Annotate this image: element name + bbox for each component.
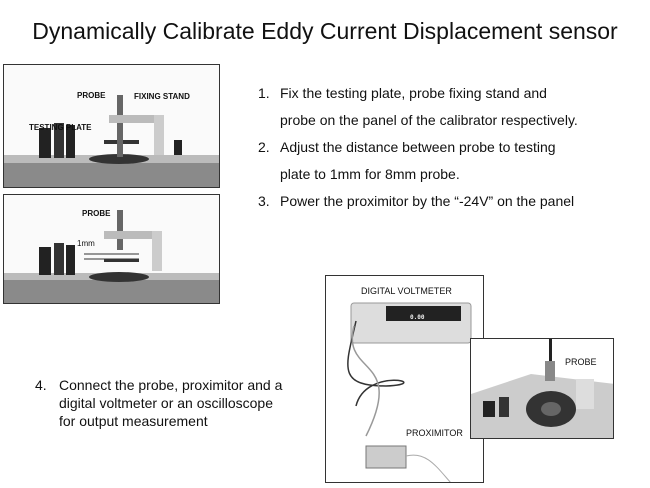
testing-plate-label: TESTING PLATE [29,123,92,132]
step-text: Adjust the distance between probe to tes… [280,139,556,155]
probe-label: PROBE [82,209,111,218]
step-text: plate to 1mm for 8mm probe. [280,166,460,182]
voltmeter-photo: DIGITAL VOLTMETER 0.00 PROXIMITOR [325,275,484,483]
step-text: probe on the panel of the calibrator res… [280,112,578,128]
step-number: 1. [258,85,270,101]
step-1: 1. Fix the testing plate, probe fixing st… [258,80,648,134]
step-text: Power the proximitor by the “-24V” on th… [280,193,575,209]
step-4: 4. Connect the probe, proximitor and a di… [35,376,285,430]
probe-photo: PROBE [470,338,614,439]
calibrator-illustration [4,95,219,187]
step-text: Fix the testing plate, probe fixing stan… [280,85,547,101]
instruction-list: 1. Fix the testing plate, probe fixing st… [258,80,648,215]
probe-label: PROBE [565,357,597,367]
voltmeter-illustration [347,302,472,482]
step-number: 2. [258,139,270,155]
slide-title: Dynamically Calibrate Eddy Current Displ… [32,18,618,44]
fixing-stand-label: FIXING STAND [134,92,190,101]
calibrator-illustration [4,210,219,303]
step-2: 2. Adjust the distance between probe to t… [258,134,648,188]
calibrator-photo-gap: PROBE 1mm [3,194,220,304]
probe-label: PROBE [77,91,106,100]
gap-label: 1mm [77,239,95,248]
step-number: 4. [35,377,47,393]
step-text: Connect the probe, proximitor and a digi… [59,377,283,429]
probe-illustration [471,339,613,438]
proximitor-label: PROXIMITOR [406,428,463,438]
step-3: 3. Power the proximitor by the “-24V” on … [258,188,648,215]
voltmeter-label: DIGITAL VOLTMETER [361,286,452,296]
voltmeter-display: 0.00 [410,314,425,321]
step-number: 3. [258,193,270,209]
calibrator-photo-fixing-stand: PROBE FIXING STAND TESTING PLATE [3,64,220,188]
